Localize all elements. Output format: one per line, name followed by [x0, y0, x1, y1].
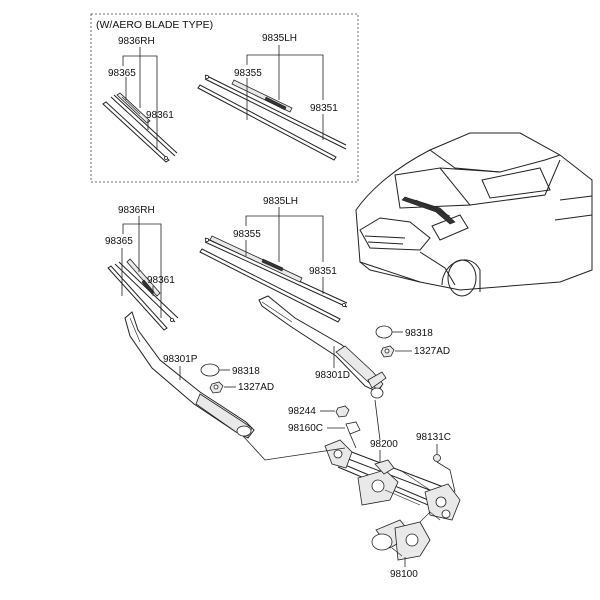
left-arm-link-line — [242, 435, 346, 461]
left-arm-nut — [209, 381, 224, 394]
inset-frame — [90, 13, 359, 183]
inset-header: (W/AERO BLADE TYPE) — [96, 19, 213, 31]
inset-lh-b-label: 98351 — [310, 103, 338, 114]
right-arm-link-line — [374, 399, 381, 441]
right-wiper-arm — [258, 295, 387, 399]
left-cap-label: 98318 — [232, 366, 260, 377]
left-nut-label: 1327AD — [238, 382, 274, 393]
pivot-cap — [345, 421, 361, 435]
left-arm-cap — [200, 363, 220, 377]
right-nut-label: 1327AD — [414, 346, 450, 357]
rh-wiper-blade — [107, 258, 179, 331]
inset-rh-blade — [102, 92, 178, 163]
inset-lh-label: 9835LH — [262, 33, 297, 44]
vehicle-illustration — [355, 132, 593, 297]
rh-a-label: 98365 — [105, 236, 133, 247]
cap-link-line — [349, 433, 357, 449]
wiper-linkage — [324, 439, 461, 521]
inset-lh-a-label: 98355 — [234, 68, 262, 79]
inset-lh-blade — [197, 74, 347, 161]
lh-wiper-blade — [199, 235, 348, 323]
left-wiper-arm — [124, 311, 255, 439]
bolt-link-line — [436, 461, 456, 493]
lh-a-label: 98355 — [233, 229, 261, 240]
rh-b-label: 98361 — [147, 275, 175, 286]
inset-rh-a-label: 98365 — [108, 68, 136, 79]
left-arm-label: 98301P — [163, 354, 198, 365]
pivot-cap-label: 98160C — [288, 423, 323, 434]
inset-rh-label: 9836RH — [118, 36, 155, 47]
pivot-nut — [335, 405, 350, 418]
right-arm-nut — [380, 345, 395, 358]
right-cap-label: 98318 — [405, 328, 433, 339]
linkage-label: 98200 — [370, 439, 398, 450]
bolt-label: 98131C — [416, 432, 451, 443]
right-arm-label: 98301D — [315, 370, 350, 381]
motor-label: 98100 — [390, 569, 418, 580]
right-arm-cap — [375, 325, 393, 339]
lh-blade-label: 9835LH — [263, 196, 298, 207]
lh-b-label: 98351 — [309, 266, 337, 277]
wiper-motor — [371, 511, 441, 561]
inset-rh-b-label: 98361 — [146, 110, 174, 121]
mounting-bolt — [433, 454, 441, 462]
rh-blade-label: 9836RH — [118, 205, 155, 216]
pivot-nut-label: 98244 — [288, 406, 316, 417]
